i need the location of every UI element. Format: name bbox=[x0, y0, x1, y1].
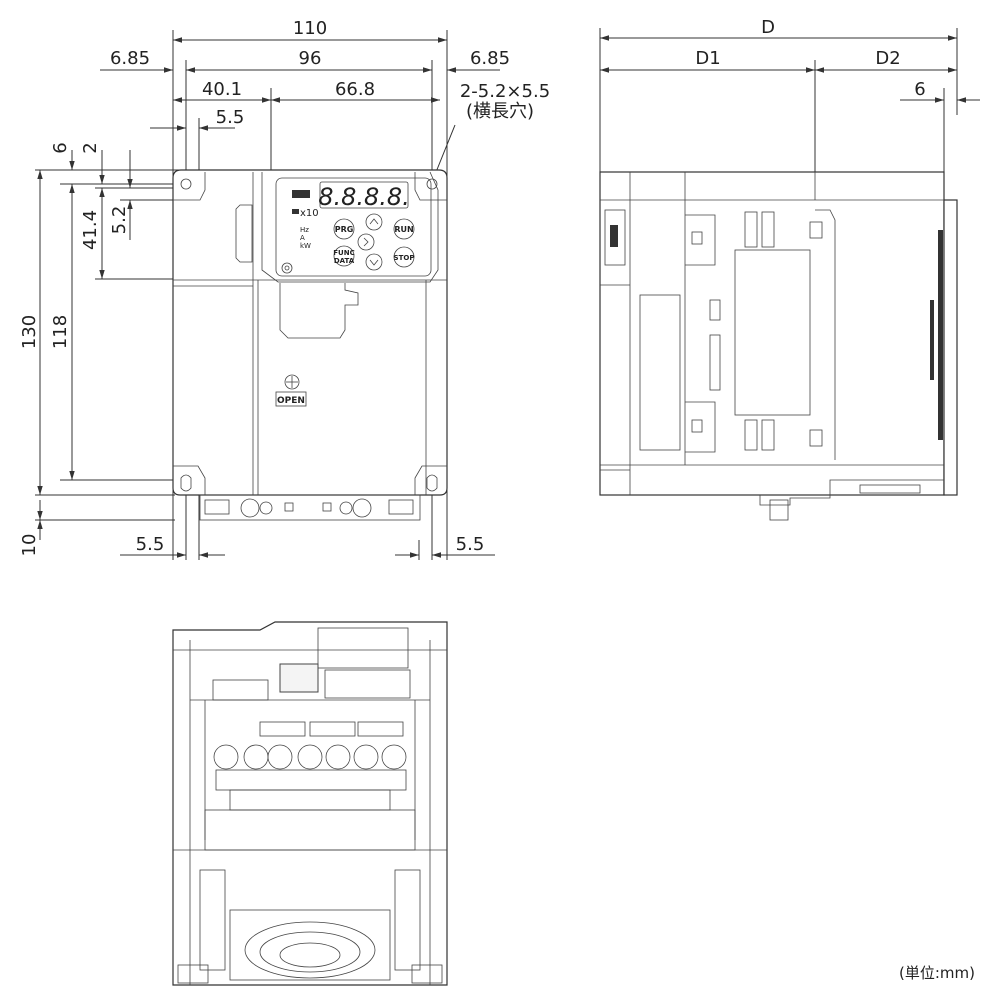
dim-5-5-bottom-right: 5.5 bbox=[456, 534, 485, 555]
run-key bbox=[393, 218, 415, 240]
dim-5-5-bottom-left: 5.5 bbox=[136, 534, 165, 555]
dim-110: 110 bbox=[293, 18, 327, 39]
mount-hole-top-left bbox=[180, 178, 192, 190]
bottom-device-body bbox=[172, 621, 448, 986]
unit-x10: x10 bbox=[300, 208, 319, 219]
unit-hz: Hz bbox=[300, 226, 309, 234]
down-key bbox=[365, 253, 383, 271]
func-key-label: FUNC bbox=[333, 249, 354, 257]
unit-a: A bbox=[300, 234, 305, 242]
stop-key bbox=[393, 246, 415, 268]
stop-key-label: STOP bbox=[394, 254, 415, 262]
data-key-label: DATA bbox=[334, 257, 355, 265]
dim-96: 96 bbox=[299, 48, 322, 69]
dim-66-8: 66.8 bbox=[335, 79, 375, 100]
front-bottom-terminals bbox=[199, 494, 421, 521]
mount-slot-bottom-right bbox=[426, 474, 438, 492]
operation-panel: 8.8.8.8. x10 Hz A kW PRG FUNC DATA RUN S… bbox=[275, 177, 432, 277]
dim-118: 118 bbox=[50, 315, 71, 349]
mount-slot-bottom-left bbox=[180, 474, 192, 492]
hole-note-line2: (横長穴) bbox=[466, 101, 534, 122]
dim-d2: D2 bbox=[875, 48, 900, 69]
dim-d: D bbox=[761, 17, 775, 38]
unit-kw: kW bbox=[300, 242, 311, 250]
side-device-body bbox=[599, 171, 958, 521]
cover-screw bbox=[284, 374, 300, 390]
dim-130: 130 bbox=[19, 315, 40, 349]
dim-10: 10 bbox=[19, 534, 40, 557]
led-display bbox=[319, 181, 409, 209]
shift-key bbox=[357, 233, 375, 251]
dim-41-4: 41.4 bbox=[80, 210, 101, 250]
dim-6-85-left: 6.85 bbox=[110, 48, 150, 69]
dim-6-side: 6 bbox=[914, 79, 925, 100]
open-label: OPEN bbox=[277, 396, 305, 406]
cooling-fan bbox=[229, 909, 391, 981]
dim-5-2: 5.2 bbox=[109, 206, 130, 235]
dim-d1: D1 bbox=[695, 48, 720, 69]
prg-key bbox=[333, 218, 355, 240]
up-key bbox=[365, 213, 383, 231]
mount-hole-top-right bbox=[426, 178, 438, 190]
side-dimension-lines bbox=[600, 35, 980, 103]
front-dimension-lines bbox=[37, 37, 500, 558]
side-view: D D1 D2 6 bbox=[599, 17, 980, 521]
front-device-body: OPEN bbox=[172, 169, 448, 496]
led-display-text: 8.8.8.8. bbox=[318, 183, 410, 211]
unit-note: (単位:mm) bbox=[899, 964, 975, 982]
dim-2: 2 bbox=[80, 142, 101, 153]
dim-5-5-top: 5.5 bbox=[216, 107, 245, 128]
front-view: 110 96 6.85 6.85 40.1 66.8 5.5 2-5.2×5.5… bbox=[19, 18, 550, 560]
run-key-label: RUN bbox=[394, 225, 413, 234]
hole-note-line1: 2-5.2×5.5 bbox=[460, 81, 550, 102]
bottom-view bbox=[172, 621, 448, 986]
dim-40-1: 40.1 bbox=[202, 79, 242, 100]
dim-6: 6 bbox=[50, 142, 71, 153]
dim-6-85-right: 6.85 bbox=[470, 48, 510, 69]
main-terminals bbox=[213, 744, 407, 811]
func-data-key bbox=[333, 245, 355, 267]
prg-key-label: PRG bbox=[335, 225, 354, 234]
